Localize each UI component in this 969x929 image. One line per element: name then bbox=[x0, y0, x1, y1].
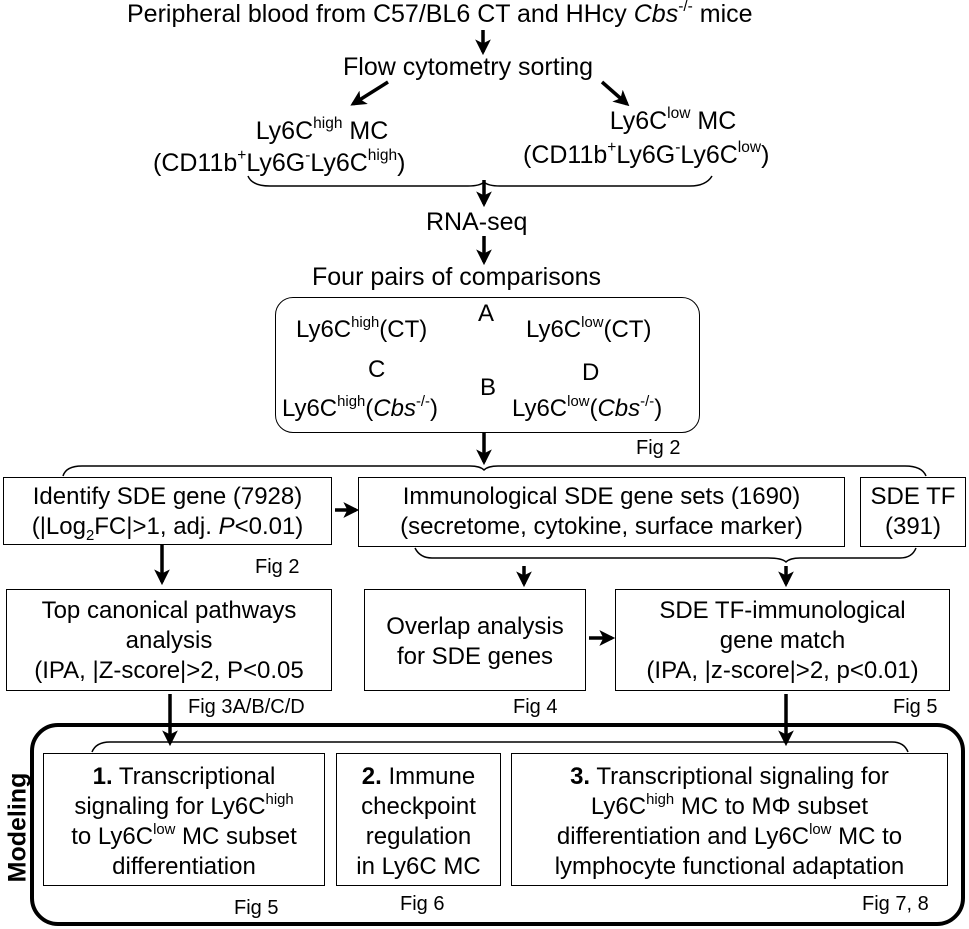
pathways-fig-ref: Fig 3A/B/C/D bbox=[188, 696, 305, 718]
comparison-label-a: A bbox=[478, 300, 495, 327]
comparison-high-ct: Ly6Chigh(CT) bbox=[296, 314, 428, 343]
arrow-to-low bbox=[600, 80, 630, 107]
model-3-line2: Ly6Chigh MC to MΦ subset bbox=[590, 791, 869, 820]
model-1-line4: differentiation bbox=[112, 853, 256, 880]
model-3-line4: lymphocyte functional adaptation bbox=[554, 853, 905, 880]
modeling-label: Modeling bbox=[3, 772, 32, 883]
sde-tf-line1: SDE TF bbox=[870, 483, 956, 510]
immuno-sets-line1: Immunological SDE gene sets (1690) bbox=[402, 483, 801, 510]
comparison-high-cbs: Ly6Chigh(Cbs-/-) bbox=[282, 393, 438, 422]
model-2-line4: in Ly6C MC bbox=[356, 853, 481, 880]
comparisons-title: Four pairs of comparisons bbox=[312, 263, 602, 291]
pathways-box: Top canonical pathways analysis (IPA, |Z… bbox=[6, 589, 332, 691]
brace-populations bbox=[247, 175, 713, 187]
pathways-line1: Top canonical pathways bbox=[41, 597, 297, 624]
model-1-box: 1. Transcriptional signaling for Ly6Chig… bbox=[43, 753, 325, 886]
brace-row1-bottom bbox=[414, 547, 917, 564]
tf-match-line2: gene match bbox=[719, 627, 846, 654]
population-low-title: Ly6Clow MC bbox=[609, 105, 737, 135]
identify-sde-line2: (|Log2FC|>1, adj. P<0.01) bbox=[31, 513, 304, 544]
sorting-text: Flow cytometry sorting bbox=[343, 53, 594, 81]
model-2-line3: regulation bbox=[365, 823, 472, 850]
overlap-box: Overlap analysis for SDE genes bbox=[364, 589, 586, 691]
pathways-line2: analysis bbox=[125, 627, 213, 654]
comparison-label-c: C bbox=[368, 356, 386, 383]
tf-match-box: SDE TF-immunological gene match (IPA, |z… bbox=[615, 589, 950, 691]
model-3-box: 3. Transcriptional signaling for Ly6Chig… bbox=[511, 753, 948, 886]
source-text: Peripheral blood from C57/BL6 CT and HHc… bbox=[127, 0, 753, 28]
model-3-line1: 3. Transcriptional signaling for bbox=[570, 763, 889, 790]
population-high-title: Ly6Chigh MC bbox=[255, 115, 389, 145]
model-2-line1: 2. Immune bbox=[361, 763, 476, 790]
model-2-fig-ref: Fig 6 bbox=[400, 893, 445, 915]
sde-tf-box: SDE TF (391) bbox=[860, 477, 966, 547]
immuno-sets-box: Immunological SDE gene sets (1690) (secr… bbox=[358, 477, 845, 547]
modeling-frame bbox=[30, 723, 965, 926]
model-1-line2: signaling for Ly6Chigh bbox=[74, 791, 294, 820]
identify-sde-box: Identify SDE gene (7928) (|Log2FC|>1, ad… bbox=[3, 477, 332, 545]
identify-sde-line1: Identify SDE gene (7928) bbox=[32, 483, 303, 510]
pathways-line3: (IPA, |Z-score|>2, P<0.05 bbox=[34, 657, 304, 684]
tf-match-fig-ref: Fig 5 bbox=[893, 696, 938, 718]
arrow-to-high bbox=[350, 80, 389, 106]
brace-modeling bbox=[91, 741, 909, 753]
model-1-line3: to Ly6Clow MC subset bbox=[71, 821, 297, 850]
rnaseq-text: RNA-seq bbox=[426, 208, 528, 236]
tf-match-line1: SDE TF-immunological bbox=[659, 597, 906, 624]
identify-fig-ref: Fig 2 bbox=[255, 556, 300, 578]
model-2-box: 2. Immune checkpoint regulation in Ly6C … bbox=[336, 753, 501, 886]
model-3-fig-ref: Fig 7, 8 bbox=[862, 893, 929, 915]
overlap-fig-ref: Fig 4 bbox=[513, 696, 558, 718]
population-high-markers: (CD11b+Ly6G-Ly6Chigh) bbox=[153, 147, 406, 177]
comparison-low-cbs: Ly6Clow(Cbs-/-) bbox=[512, 393, 663, 422]
comparison-label-d: D bbox=[582, 359, 600, 386]
overlap-line1: Overlap analysis bbox=[386, 613, 564, 640]
comparison-low-ct: Ly6Clow(CT) bbox=[526, 314, 652, 343]
immuno-sets-line2: (secretome, cytokine, surface marker) bbox=[400, 513, 803, 540]
overlap-line2: for SDE genes bbox=[396, 643, 554, 670]
comparisons-fig-ref: Fig 2 bbox=[636, 437, 681, 459]
model-1-line1: 1. Transcriptional bbox=[92, 763, 276, 790]
comparison-label-b: B bbox=[480, 374, 497, 401]
sde-tf-line2: (391) bbox=[884, 513, 942, 540]
comparisons-box bbox=[275, 297, 700, 433]
model-2-line2: checkpoint bbox=[361, 793, 476, 820]
brace-row1 bbox=[62, 465, 927, 477]
model-3-line3: differentiation and Ly6Clow MC to bbox=[556, 821, 903, 850]
model-1-fig-ref: Fig 5 bbox=[234, 897, 279, 919]
population-low-markers: (CD11b+Ly6G-Ly6Clow) bbox=[523, 139, 770, 169]
tf-match-line3: (IPA, |z-score|>2, p<0.01) bbox=[646, 657, 919, 684]
